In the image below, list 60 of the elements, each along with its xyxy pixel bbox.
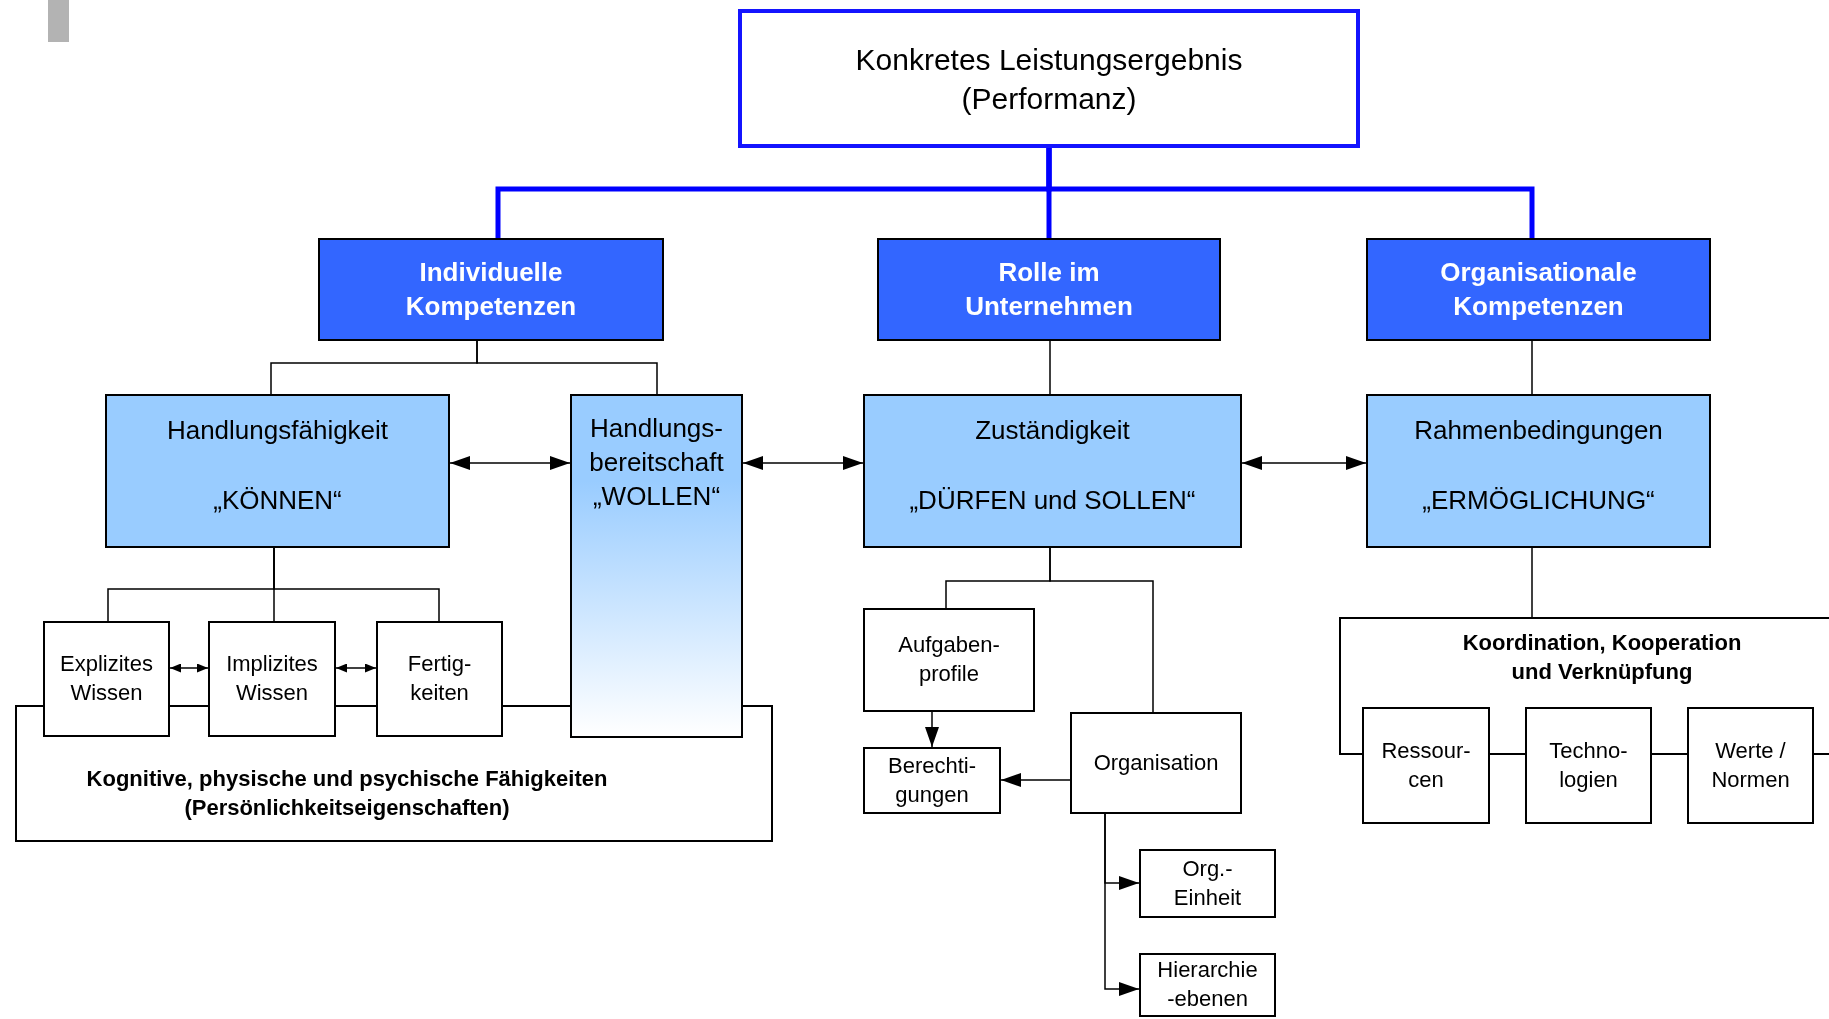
arrow <box>1241 456 1367 470</box>
node-label: Explizites Wissen <box>59 650 154 707</box>
arrow <box>169 663 209 673</box>
process-box <box>1362 707 1490 824</box>
node-label: Berechti- gungen <box>886 751 977 809</box>
result-box <box>738 9 1360 148</box>
arrow <box>1000 773 1071 787</box>
process-box <box>208 621 336 737</box>
category-box <box>1366 238 1711 341</box>
group-label: Koordination, Kooperation und Verknüpfung <box>1461 629 1743 686</box>
category-box <box>877 238 1221 341</box>
process-box <box>1139 953 1276 1017</box>
process-box <box>863 747 1001 814</box>
node-label: Werte / Normen <box>1710 736 1791 794</box>
process-box <box>43 621 170 737</box>
node-label: Aufgaben- profile <box>897 631 1001 688</box>
arrow <box>925 711 939 748</box>
connector-line <box>1049 340 1051 395</box>
node-label: Org.- Einheit <box>1172 854 1243 912</box>
process-box <box>863 608 1035 712</box>
connector-line <box>1531 340 1533 395</box>
process-box <box>570 394 743 738</box>
process-box <box>863 394 1242 548</box>
process-box <box>105 394 450 548</box>
connector-line <box>476 340 658 395</box>
node-label: Fertig- keiten <box>406 650 473 707</box>
node-label: Rolle im Unternehmen <box>964 255 1134 323</box>
arrow <box>742 456 864 470</box>
node-label: Handlungsfähigkeit <box>166 414 389 447</box>
process-box <box>376 621 503 737</box>
group-label: Kognitive, physische und psychische Fähigkeiten (Persönlichkeitseigenschaften) <box>85 765 609 822</box>
arrow <box>1104 813 1140 996</box>
node-label: Organisation <box>1093 748 1219 777</box>
node-label: Organisationale Kompetenzen <box>1439 255 1638 323</box>
process-box <box>1525 707 1652 824</box>
node-label: Konkretes Leistungsergebnis (Performanz) <box>854 41 1244 117</box>
connector-line <box>273 547 440 622</box>
node-label: „ERMÖGLICHUNG“ <box>1422 483 1655 517</box>
process-box <box>1366 394 1711 548</box>
node-label: Hierarchie -ebenen <box>1156 956 1259 1013</box>
category-box <box>318 238 664 341</box>
node-label: „KÖNNEN“ <box>213 483 342 517</box>
arrow <box>449 456 571 470</box>
node-label: Handlungs- bereitschaft <box>588 412 725 479</box>
node-label: Individuelle Kompetenzen <box>404 255 578 323</box>
node-label: Ressour- cen <box>1380 736 1472 794</box>
process-box <box>1687 707 1814 824</box>
node-label: „DÜRFEN und SOLLEN“ <box>909 483 1196 517</box>
group-frame <box>15 705 773 842</box>
process-box <box>1139 849 1276 918</box>
node-label: Techno- logien <box>1548 736 1629 794</box>
arrow <box>335 663 377 673</box>
connector-line <box>1531 547 1533 618</box>
node-label: Zuständigkeit <box>975 414 1130 447</box>
process-box <box>1070 712 1242 814</box>
connector-line <box>1049 547 1154 713</box>
node-label: „WOLLEN“ <box>592 479 721 513</box>
node-label: Implizites Wissen <box>225 650 319 707</box>
connector-line <box>1046 148 1535 238</box>
node-label: Rahmenbedingungen <box>1414 414 1663 447</box>
